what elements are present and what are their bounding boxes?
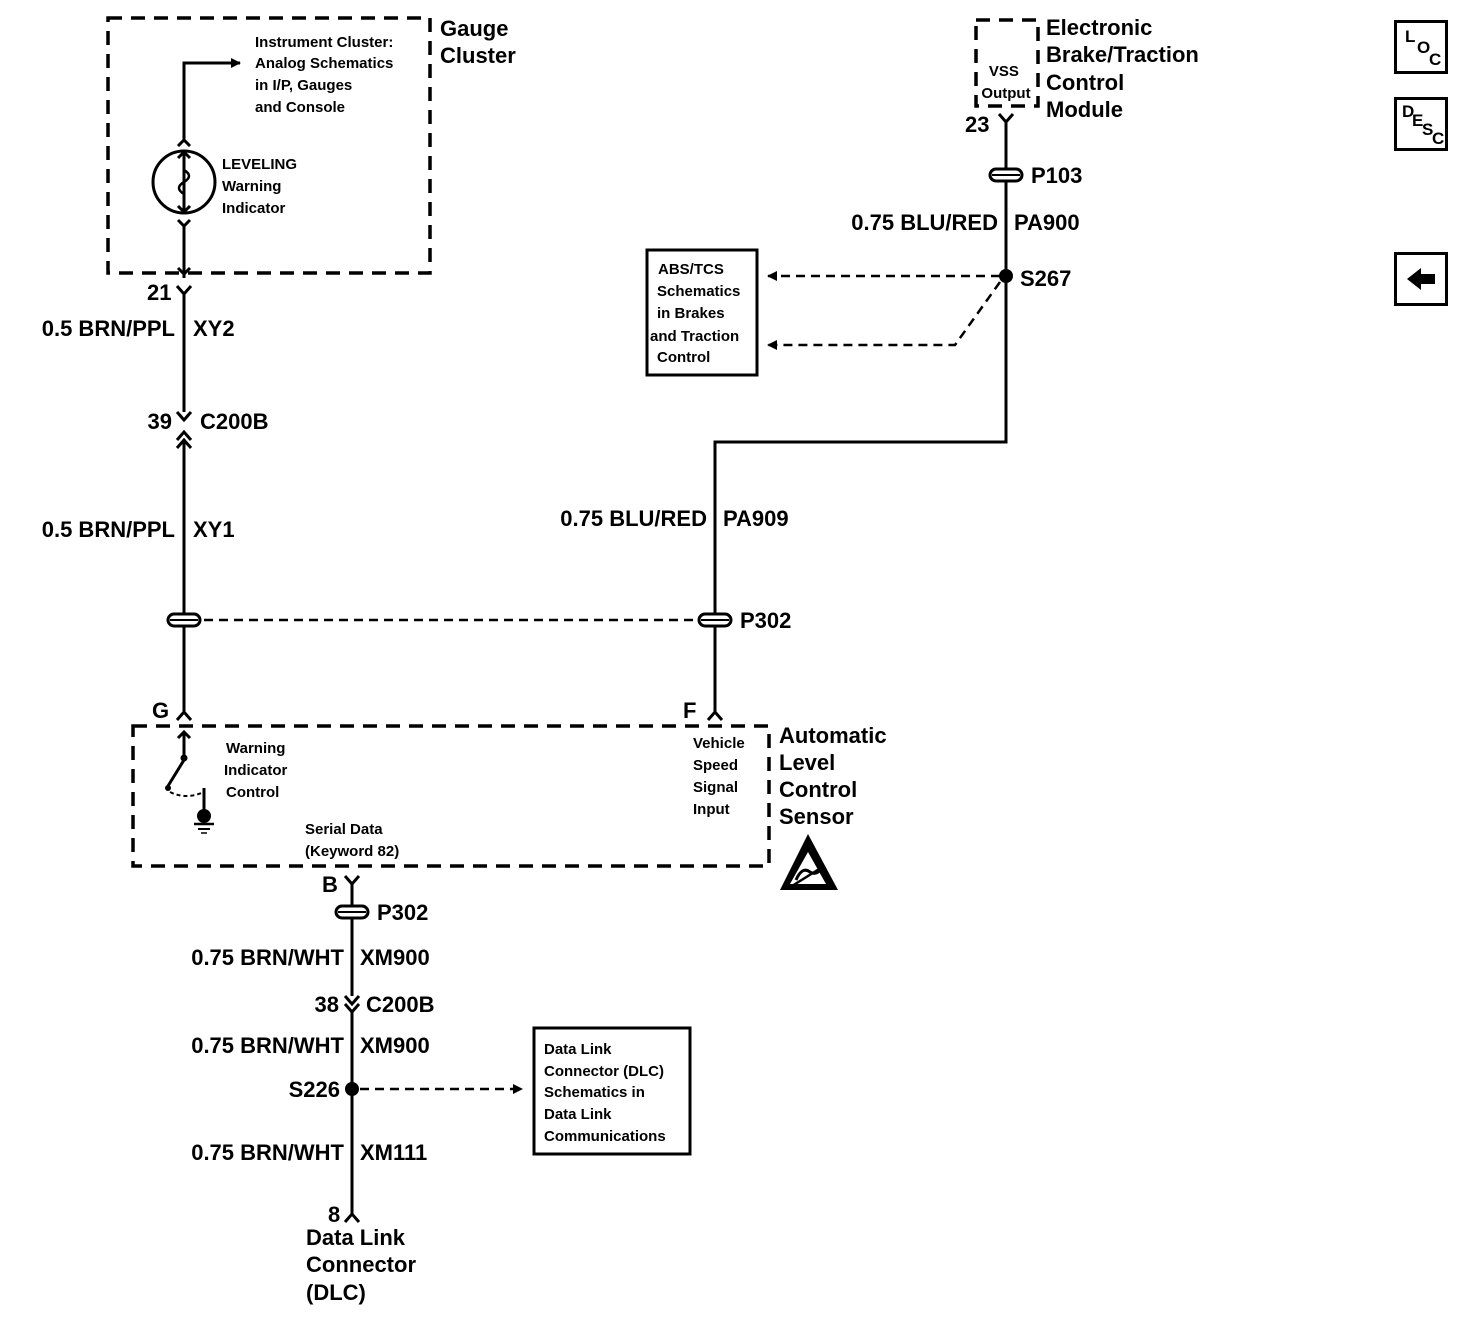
serial-data-label: Serial Data (Keyword 82) — [305, 821, 399, 860]
vehicle-speed-signal-input-label: Vehicle Speed Signal Input — [693, 735, 749, 818]
abs-tcs-reference-text: ABS/TCS Schematics in Brakes and Tractio… — [650, 261, 745, 366]
s226-label: S226 — [289, 1077, 340, 1102]
p302-lower-connector-icon — [334, 904, 370, 920]
s226-splice-icon — [345, 1082, 359, 1096]
wire-xm111-color: 0.75 BRN/WHT — [191, 1140, 344, 1165]
wire-xy2-circuit: XY2 — [193, 316, 235, 341]
pin-8-label: 8 — [328, 1202, 340, 1227]
back-button[interactable] — [1394, 252, 1448, 306]
leveling-warning-lamp-icon — [151, 137, 217, 229]
gauge-cluster-title: Gauge Cluster — [440, 16, 516, 68]
ebtcm-box — [974, 18, 1040, 108]
c200b-upper-pin: 39 — [148, 409, 172, 434]
dlc-reference-text: Data Link Connector (DLC) Schematics in … — [544, 1041, 668, 1145]
dlc-reference-box[interactable] — [532, 1026, 692, 1156]
s267-to-abs-dashline-2 — [767, 281, 1002, 350]
wire-xy1-color: 0.5 BRN/PPL — [42, 517, 175, 542]
loc-letter-o: O — [1417, 38, 1431, 57]
pin-f-connector-icon — [706, 709, 724, 721]
wire-xm900-color-b: 0.75 BRN/WHT — [191, 1033, 344, 1058]
automatic-level-control-sensor-box — [131, 724, 771, 868]
wire-xm900-circuit-a: XM900 — [360, 945, 430, 970]
pin-g-connector-icon — [175, 709, 193, 721]
wire-pa900-circuit: PA900 — [1014, 210, 1080, 235]
left-arrow-icon — [1407, 268, 1435, 290]
leveling-indicator-label: LEVELING Warning Indicator — [222, 156, 301, 217]
pin-8-connector-icon — [343, 1211, 361, 1223]
wire-xm900-color-a: 0.75 BRN/WHT — [191, 945, 344, 970]
desc-letter-e: E — [1412, 111, 1424, 130]
wire-pa909-color: 0.75 BLU/RED — [560, 506, 707, 531]
pin-b-connector-icon — [343, 875, 361, 887]
lamp-bottom-arrow — [176, 266, 192, 277]
pin-23-connector-icon — [997, 113, 1015, 125]
wire-xy1-circuit: XY1 — [193, 517, 235, 542]
warning-indicator-control-label: Warning Indicator Control — [224, 740, 292, 801]
wire-xy2-color: 0.5 BRN/PPL — [42, 316, 175, 341]
wire-xm111-circuit: XM111 — [360, 1140, 427, 1165]
pin-g-label: G — [152, 698, 169, 723]
reference-arrow — [182, 58, 241, 140]
desc-button[interactable]: D E S C — [1394, 97, 1448, 151]
c200b-upper-label: C200B — [200, 409, 268, 434]
vss-output-label: VSS Output — [981, 63, 1030, 102]
s267-label: S267 — [1020, 266, 1071, 291]
sensor-title: Automatic Level Control Sensor — [779, 723, 893, 829]
loc-letter-l: L — [1405, 27, 1416, 46]
wire-pa909-circuit: PA909 — [723, 506, 789, 531]
ground-icon — [194, 809, 214, 834]
abs-tcs-reference-box[interactable] — [645, 248, 759, 377]
esd-warning-icon — [780, 834, 838, 890]
p302-right-connector-icon — [697, 612, 733, 628]
c200b-lower-label: C200B — [366, 992, 434, 1017]
ebtcm-title: Electronic Brake/Traction Control Module — [1046, 15, 1205, 122]
p302-right-label: P302 — [740, 608, 791, 633]
wire-pa900-color: 0.75 BLU/RED — [851, 210, 998, 235]
pin-21-connector-icon — [175, 285, 193, 297]
warning-indicator-switch-icon — [165, 729, 206, 812]
gauge-cluster-box — [106, 16, 432, 275]
p302-lower-label: P302 — [377, 900, 428, 925]
pin-b-label: B — [322, 872, 338, 897]
desc-letter-s: S — [1422, 120, 1434, 139]
c200b-lower-pin: 38 — [315, 992, 339, 1017]
loc-letter-c: C — [1429, 50, 1442, 69]
desc-letter-c: C — [1432, 129, 1445, 148]
loc-button[interactable]: L O C — [1394, 20, 1448, 74]
instrument-cluster-reference: Instrument Cluster: Analog Schematics in… — [255, 34, 398, 116]
p103-connector-icon — [988, 167, 1024, 183]
wire-xm900-circuit-b: XM900 — [360, 1033, 430, 1058]
s267-splice-icon — [999, 269, 1013, 283]
pin-21-label: 21 — [147, 280, 171, 305]
c200b-lower-connector-icon — [343, 995, 361, 1015]
p103-label: P103 — [1031, 163, 1082, 188]
pin-23-label: 23 — [965, 112, 989, 137]
dlc-title: Data Link Connector (DLC) — [306, 1225, 422, 1305]
pin-f-label: F — [683, 698, 696, 723]
desc-letter-d: D — [1402, 102, 1415, 121]
p302-left-connector-icon — [166, 612, 202, 628]
